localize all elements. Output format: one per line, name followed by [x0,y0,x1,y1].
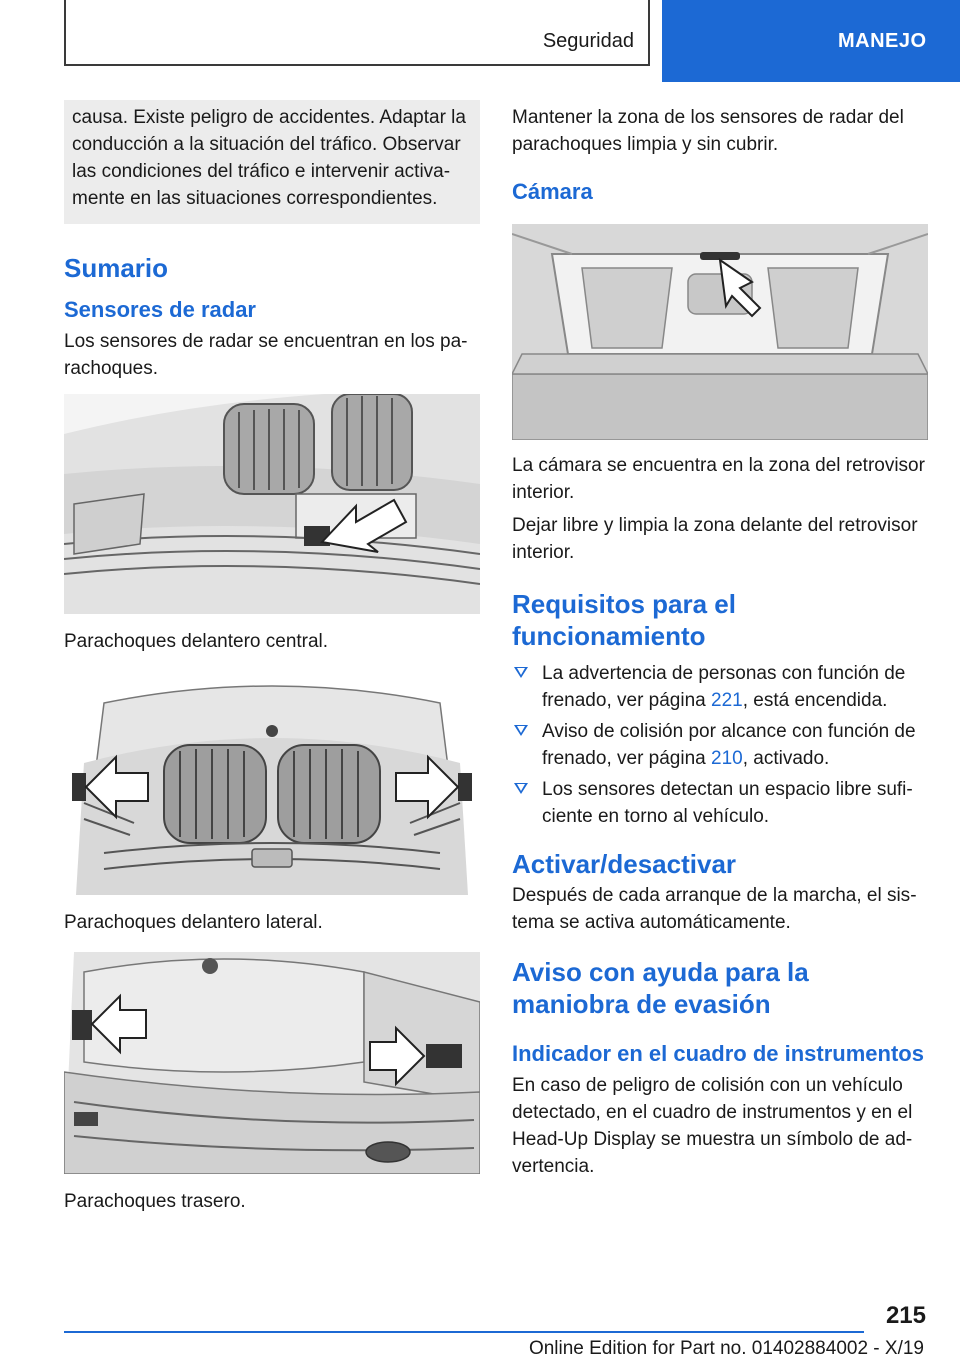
list-item: La advertencia de personas con función d… [512,660,928,714]
left-column: causa. Existe peligro de accidentes. Ada… [64,100,480,1215]
right-column: Mantener la zona de los sensores de rada… [512,100,928,1180]
caption-front-side: Parachoques delantero lateral. [64,912,323,933]
camara-text-location: La cámara se encuentra en la zona del re… [512,455,925,503]
triangle-bullet-icon [514,725,528,736]
page-number: 215 [885,1302,926,1329]
camara-text-clean: Dejar libre y limpia la zona delante del… [512,515,918,563]
footer-edition: Online Edition for Part no. 01402884002 … [528,1338,924,1359]
heading-sumario: Sumario [64,253,169,283]
caption-front-center: Parachoques delantero central. [64,631,329,652]
heading-activar: Activar/desactivar [512,849,737,879]
page-link-210[interactable]: 210 [711,748,743,769]
list-item: Aviso de colisión por alcance con funció… [512,718,928,772]
heading-sensores-radar: Sensores de radar [64,297,256,322]
header-section-box: Seguridad [64,0,650,66]
footer-divider [64,1331,864,1333]
requisitos-list: La advertencia de personas con función d… [512,660,928,830]
header-chapter-tab[interactable]: MANEJO [662,0,960,82]
indicador-text: En caso de peligro de colisión con un ve… [512,1075,913,1177]
rear-bumper-illustration [64,952,480,1174]
warning-text: causa. Existe peligro de accidentes. Ada… [72,107,466,209]
heading-requisitos: Requisitos para el funcionamiento [512,589,736,651]
list-item: Los sensores detectan un espacio libre s… [512,776,928,830]
heading-aviso: Aviso con ayuda para la maniobra de evas… [512,957,809,1019]
triangle-bullet-icon [514,783,528,794]
page-link-221[interactable]: 221 [711,690,743,711]
activar-text: Después de cada arranque de la marcha, e… [512,885,917,933]
keep-clean-text: Mantener la zona de los sensores de rada… [512,107,904,155]
header-chapter-title: MANEJO [838,30,927,52]
warning-box: causa. Existe peligro de accidentes. Ada… [64,100,480,224]
triangle-bullet-icon [514,667,528,678]
front-center-bumper-illustration [64,394,480,614]
front-lateral-bumper-illustration [64,673,480,895]
heading-indicador: Indicador en el cuadro de instrumentos [512,1041,924,1066]
header-section-title: Seguridad [542,30,634,52]
caption-rear: Parachoques trasero. [64,1191,246,1212]
sensores-text: Los sensores de radar se encuentran en l… [64,331,468,379]
heading-camara: Cámara [512,179,593,204]
camera-interior-illustration [512,224,928,440]
